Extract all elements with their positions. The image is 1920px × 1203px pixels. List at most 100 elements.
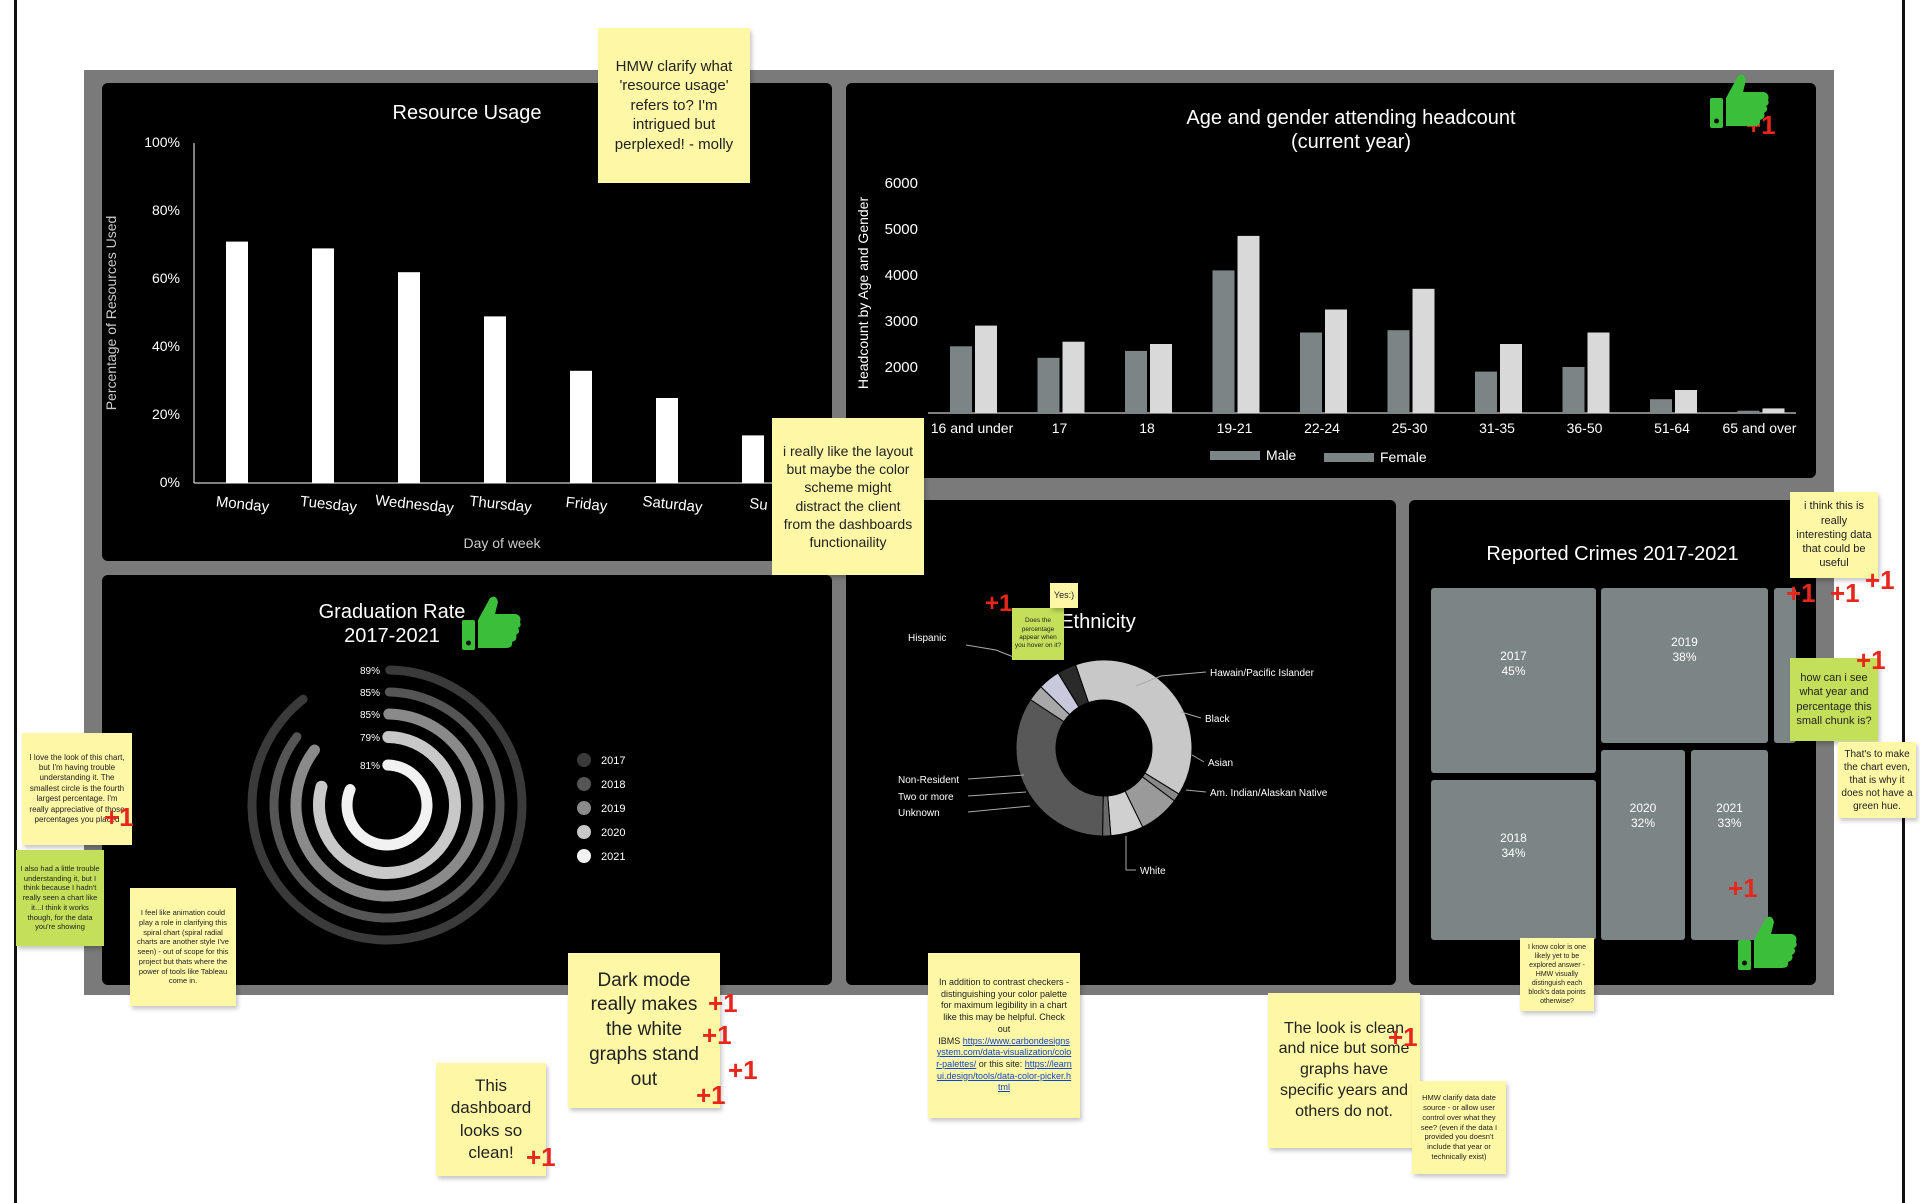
ring-label: 85%	[360, 688, 380, 699]
x-tick-label: Monday	[215, 493, 270, 516]
legend-label: 2019	[601, 803, 625, 815]
legend-dot	[577, 753, 591, 767]
sticky-note-color-scheme[interactable]: i really like the layout but maybe the c…	[772, 418, 924, 575]
plus-one-vote: +1	[1728, 873, 1758, 903]
plus-one-vote: +1	[985, 590, 1013, 617]
sticky-note-text: I love the look of this chart, but I'm h…	[29, 752, 125, 824]
y-tick-label: 100%	[144, 134, 180, 150]
sticky-note-or-this-site: or this site:	[978, 1058, 1023, 1069]
bar	[484, 316, 506, 483]
ring-label: 79%	[360, 733, 380, 744]
ethnicity-title: Ethnicity	[1060, 611, 1136, 633]
x-tick-label: 36-50	[1567, 420, 1603, 436]
x-tick-label: Saturday	[642, 493, 704, 516]
sticky-note-spiral-love[interactable]: I love the look of this chart, but I'm h…	[22, 733, 132, 845]
sticky-note-dark-mode[interactable]: Dark mode really makes the white graphs …	[568, 953, 720, 1108]
legend-swatch-male	[1210, 451, 1260, 460]
graduation-title: Graduation Rate 2017-2021	[262, 600, 522, 648]
age-gender-title-line2: (current year)	[1290, 131, 1412, 153]
y-tick-label: 80%	[152, 202, 180, 218]
radial-arc	[269, 687, 505, 923]
bar-female	[1500, 344, 1522, 413]
sticky-note-text: i think this is really interesting data …	[1796, 500, 1872, 570]
bar-male	[1212, 270, 1235, 413]
y-tick-label: 20%	[152, 406, 180, 422]
treemap-year: 2020	[1630, 801, 1657, 815]
sticky-note-yes[interactable]: Yes:)	[1050, 583, 1078, 608]
thumbs-up-icon	[1738, 916, 1797, 970]
legend-label: 2018	[601, 779, 625, 791]
legend-swatch-female	[1324, 453, 1374, 462]
sticky-note-interesting[interactable]: i think this is really interesting data …	[1790, 492, 1878, 578]
donut-segment-hispanic	[1074, 659, 1193, 795]
ring-label: 85%	[360, 710, 380, 721]
learnui-link[interactable]: https://learnui.design/tools/data-color-…	[936, 1058, 1072, 1093]
bar-female	[1762, 408, 1785, 413]
sticky-note-small-chunk[interactable]: how can i see what year and percentage t…	[1790, 658, 1878, 741]
label-non-resident: Non-Resident	[898, 775, 959, 786]
label-white: White	[1140, 866, 1166, 877]
sticky-note-text: In addition to contrast checkers - disti…	[938, 977, 1070, 1034]
sticky-note-hover-question[interactable]: Does the percentage appear when you hove…	[1012, 608, 1064, 660]
x-tick-label: 22-24	[1304, 420, 1340, 436]
x-tick-label: Friday	[565, 494, 609, 515]
x-tick-label: 17	[1052, 420, 1068, 436]
age-gender-title: Age and gender attending headcount (curr…	[1046, 106, 1656, 154]
sticky-note-contrast[interactable]: In addition to contrast checkers - disti…	[928, 953, 1080, 1118]
bar-female	[1150, 344, 1172, 413]
carbon-design-link[interactable]: https://www.carbondesignsystem.com/data-…	[936, 1035, 1072, 1069]
plus-one-vote: +1	[104, 802, 134, 832]
sticky-note-text: HMW clarify what 'resource usage' refers…	[614, 57, 734, 153]
sticky-note-green-hue[interactable]: That's to make the chart even, that is w…	[1838, 742, 1916, 818]
sticky-note-text: HMW clarify data date source - or allow …	[1420, 1093, 1498, 1161]
legend-label: 2021	[601, 851, 625, 863]
label-asian: Asian	[1208, 758, 1233, 769]
bar-male	[1300, 332, 1322, 413]
treemap-year: 2018	[1500, 831, 1527, 845]
age-gender-panel: Age and gender attending headcount (curr…	[846, 83, 1816, 478]
bar-female	[1325, 309, 1347, 413]
y-tick-label: 5000	[885, 221, 918, 238]
treemap-year: 2021	[1716, 801, 1743, 815]
bar	[312, 248, 334, 483]
sticky-note-clean[interactable]: This dashboard looks so clean!	[436, 1063, 546, 1176]
legend-dot	[577, 777, 591, 791]
label-hawaiian: Hawain/Pacific Islander	[1210, 668, 1315, 679]
bar-male	[1125, 350, 1147, 413]
sticky-note-data-source[interactable]: HMW clarify data date source - or allow …	[1412, 1081, 1506, 1174]
sticky-note-text: I know color is one likely yet to be exp…	[1528, 943, 1586, 1006]
x-tick-label: 16 and under	[931, 420, 1014, 436]
bar	[656, 398, 678, 483]
sticky-note-spiral-trouble[interactable]: I also had a little trouble understandin…	[16, 850, 104, 946]
plus-one-vote: +1	[1865, 565, 1895, 595]
radial-arc	[290, 708, 484, 902]
sticky-note-contrast-content: In addition to contrast checkers - disti…	[936, 977, 1072, 1094]
donut-segment-white	[1015, 698, 1104, 837]
plus-one-vote: +1	[1856, 645, 1886, 675]
sticky-note-text: Does the percentage appear when you hove…	[1014, 617, 1062, 650]
bar-female	[1675, 390, 1697, 413]
sticky-note-text: This dashboard looks so clean!	[450, 1076, 532, 1162]
legend-label: 2020	[601, 827, 625, 839]
graduation-title-line1: Graduation Rate	[318, 601, 466, 623]
leader-line	[1185, 789, 1207, 793]
sticky-note-resource-usage[interactable]: HMW clarify what 'resource usage' refers…	[598, 28, 750, 183]
bar	[398, 272, 420, 483]
plus-one-vote: +1	[526, 1142, 556, 1172]
sticky-note-animation[interactable]: I feel like animation could play a role …	[130, 888, 236, 1006]
bar	[570, 370, 592, 483]
donut-segment-non-resident	[1057, 664, 1090, 708]
y-tick-label: 2000	[885, 359, 918, 376]
bar-female	[975, 325, 997, 413]
leader-line	[1180, 711, 1202, 719]
sticky-note-specific-years[interactable]: The look is clean and nice but some grap…	[1268, 993, 1420, 1148]
bar-male	[1475, 371, 1497, 413]
legend-dot	[577, 825, 591, 839]
treemap-cell	[1431, 588, 1596, 773]
treemap-percent: 34%	[1501, 846, 1525, 860]
thumbs-up-icon	[1710, 74, 1769, 128]
leader-line	[967, 774, 1025, 780]
sticky-note-color-known[interactable]: I know color is one likely yet to be exp…	[1520, 938, 1594, 1011]
